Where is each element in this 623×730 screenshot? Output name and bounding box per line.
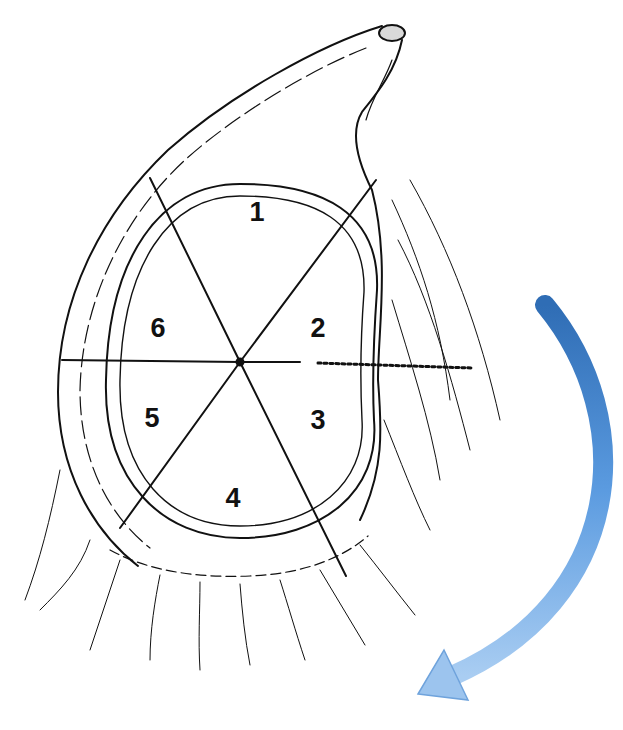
sector-number: 2 (310, 315, 325, 342)
arrow-head (418, 650, 468, 700)
sector-number: 6 (150, 315, 165, 342)
sector-number: 1 (249, 199, 264, 226)
sector-number: 5 (144, 405, 159, 432)
direction-arrow (452, 305, 603, 676)
sector-number: 3 (310, 407, 325, 434)
outline-strokes (25, 25, 500, 670)
sector-number: 4 (225, 485, 240, 512)
